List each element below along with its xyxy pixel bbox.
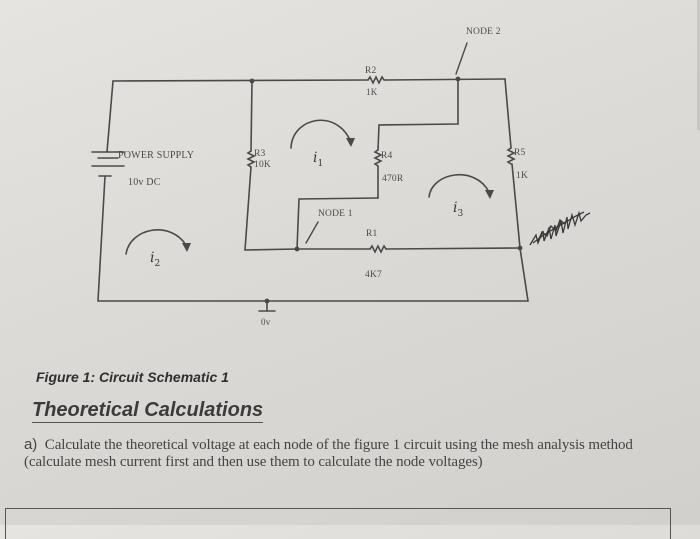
r1-label: R1 — [366, 229, 378, 239]
r2-value: 1K — [366, 87, 378, 97]
junction-dot — [249, 78, 255, 84]
node2-pointer — [455, 42, 468, 75]
r2-label: R2 — [365, 66, 377, 76]
node2-label: NODE 2 — [466, 27, 501, 37]
r1-value: 4K7 — [365, 270, 382, 280]
power-supply-label: POWER SUPPLY — [118, 150, 195, 161]
r5-value: 1K — [516, 171, 529, 181]
r3-resistor-symbol — [246, 150, 256, 168]
question-marker: a) — [24, 436, 38, 453]
r5-label: R5 — [514, 148, 526, 158]
mesh-i3-arrow — [428, 174, 490, 198]
r1-resistor-symbol — [369, 244, 387, 254]
mesh-current-i2: i2 — [150, 250, 161, 269]
question-a: a) Calculate the theoretical voltage at … — [24, 436, 664, 471]
mesh-current-i1: i1 — [313, 150, 324, 169]
junction-dot — [455, 76, 461, 82]
r2-resistor-symbol — [367, 75, 387, 85]
r3-wire-upper — [250, 80, 253, 152]
r4-value: 470R — [382, 174, 404, 184]
paper-edge — [697, 0, 700, 130]
top-wire-left — [112, 79, 369, 82]
node1-left-wire — [244, 248, 298, 251]
handwritten-scribble — [529, 210, 591, 246]
mesh-current-i3: i3 — [453, 200, 464, 219]
r4-label: R4 — [381, 151, 393, 161]
node1-up-wire — [296, 197, 379, 250]
section-title: Theoretical Calculations — [32, 399, 264, 423]
r4-resistor-symbol — [373, 149, 383, 167]
figure-caption: Figure 1: Circuit Schematic 1 — [36, 369, 229, 385]
r3-label: R3 — [254, 149, 266, 159]
mesh-i1-arrow — [290, 119, 351, 149]
mesh-i2-arrow — [125, 229, 187, 255]
right-wire-lower — [511, 163, 529, 302]
circuit-schematic — [91, 42, 591, 312]
junction-dot-node1 — [294, 246, 300, 252]
r5-resistor-symbol — [506, 147, 516, 165]
arrowhead-icon — [346, 138, 355, 147]
node1-pointer — [305, 221, 319, 244]
r3-wire-lower — [244, 166, 252, 251]
r1-wire-right — [385, 247, 521, 250]
answer-box[interactable] — [5, 508, 671, 539]
arrowhead-icon — [485, 190, 494, 199]
r4-wire-upper — [377, 78, 459, 151]
junction-dot-ground — [264, 298, 270, 304]
top-wire-right — [385, 78, 506, 81]
left-wire-upper — [106, 80, 114, 153]
ground-label: 0v — [261, 317, 271, 327]
question-text: Calculate the theoretical voltage at eac… — [24, 437, 633, 470]
power-supply-value: 10v DC — [128, 177, 161, 188]
r3-value: 10K — [254, 160, 271, 170]
junction-dot — [517, 245, 523, 251]
node1-label: NODE 1 — [318, 209, 353, 219]
arrowhead-icon — [182, 243, 191, 252]
left-wire-lower — [97, 175, 106, 302]
right-wire-upper — [504, 78, 512, 149]
